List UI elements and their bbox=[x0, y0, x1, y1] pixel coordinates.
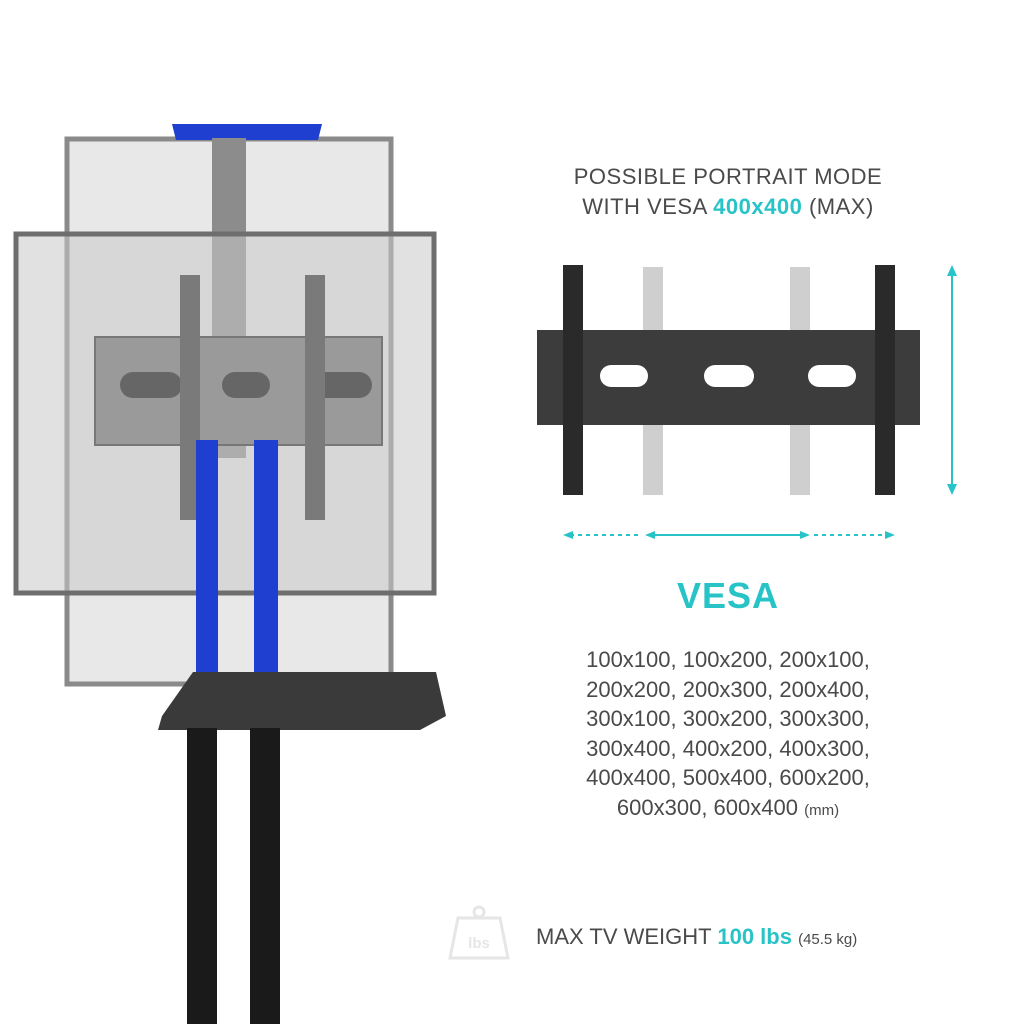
pole-black-right bbox=[250, 728, 280, 1024]
weight-prefix: MAX TV WEIGHT bbox=[536, 924, 712, 949]
vesa-line: 100x100, 100x200, 200x100, bbox=[586, 647, 870, 672]
plate-slot bbox=[310, 372, 372, 398]
vesa-unit: (mm) bbox=[804, 801, 840, 819]
heading-prefix: WITH VESA bbox=[582, 194, 707, 219]
weight-icon: lbs bbox=[448, 905, 510, 960]
vesa-line-last: 600x300, 600x400 (mm) bbox=[500, 793, 956, 826]
vesa-line: 300x400, 400x200, 400x300, bbox=[586, 735, 870, 761]
vesa-line: 300x100, 300x200, 300x300, bbox=[586, 706, 870, 731]
heading-highlight: 400x400 bbox=[713, 194, 803, 219]
portrait-mode-heading: POSSIBLE PORTRAIT MODE WITH VESA 400x400… bbox=[500, 162, 956, 222]
vesa-title: VESA bbox=[676, 575, 780, 616]
weight-icon-label: lbs bbox=[468, 935, 490, 952]
pole-black-left bbox=[187, 728, 217, 1024]
vesa-sizes-list: 100x100, 100x200, 200x100, 200x200, 200x… bbox=[500, 645, 956, 825]
media-shelf bbox=[158, 672, 446, 730]
plate-slot bbox=[222, 372, 270, 398]
heading-line2: WITH VESA 400x400 (MAX) bbox=[500, 192, 956, 222]
max-weight: MAX TV WEIGHT 100 lbs (45.5 kg) bbox=[536, 924, 857, 950]
pole-blue-right bbox=[254, 440, 278, 692]
camera-shelf bbox=[172, 124, 322, 140]
heading-line1: POSSIBLE PORTRAIT MODE bbox=[573, 164, 883, 189]
pole-blue-left bbox=[196, 440, 218, 692]
vesa-line: 600x300, 600x400 bbox=[616, 794, 798, 820]
heading-suffix: (MAX) bbox=[808, 194, 874, 219]
vesa-line: 200x200, 200x300, 200x400, bbox=[586, 676, 870, 702]
plate-slot bbox=[120, 372, 182, 398]
dimension-arrows bbox=[563, 265, 957, 539]
mount-arm-right bbox=[305, 275, 325, 520]
vesa-bracket-diagram bbox=[537, 265, 920, 495]
weight-metric: (45.5 kg) bbox=[798, 931, 858, 948]
weight-value: 100 lbs bbox=[717, 924, 792, 949]
mount-arm-left bbox=[180, 275, 200, 520]
vesa-line: 400x400, 500x400, 600x200, bbox=[586, 765, 870, 790]
